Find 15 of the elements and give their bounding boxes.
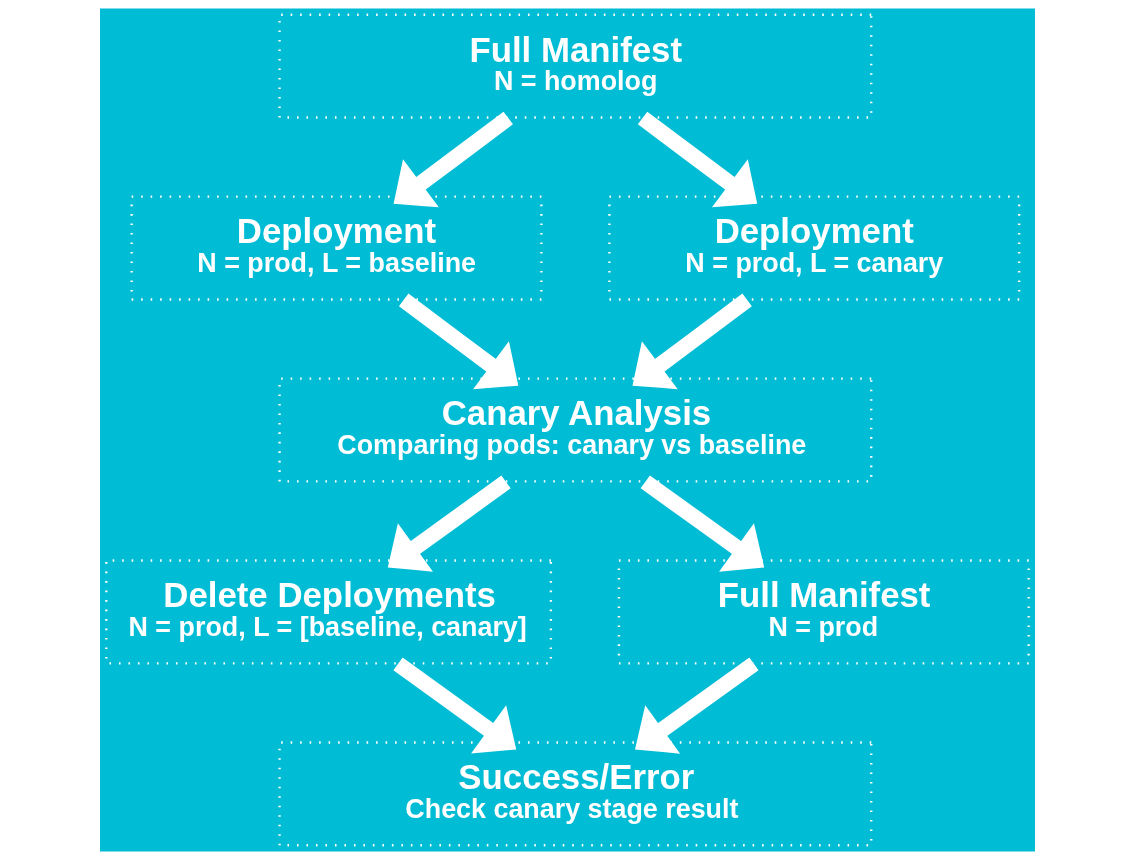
arrow	[393, 111, 513, 208]
node-box: Success/Error Check canary stage result	[277, 741, 872, 847]
arrow	[634, 657, 759, 754]
node-box: Full Manifest N = prod	[617, 559, 1030, 665]
arrow	[640, 475, 764, 572]
arrow	[398, 293, 518, 390]
node-box: Canary Analysis Comparing pods: canary vs baseline	[277, 377, 872, 483]
node-box: Deployment N = prod, L = baseline	[129, 195, 543, 301]
arrow	[637, 111, 757, 208]
arrow	[392, 657, 516, 754]
node-box: Deployment N = prod, L = canary	[607, 195, 1020, 301]
node-box: Full Manifest N = homolog	[277, 13, 872, 119]
arrow	[631, 293, 752, 390]
arrow	[387, 475, 511, 572]
node-box: Delete Deployments N = prod, L = [baseline, canary]	[104, 559, 552, 665]
